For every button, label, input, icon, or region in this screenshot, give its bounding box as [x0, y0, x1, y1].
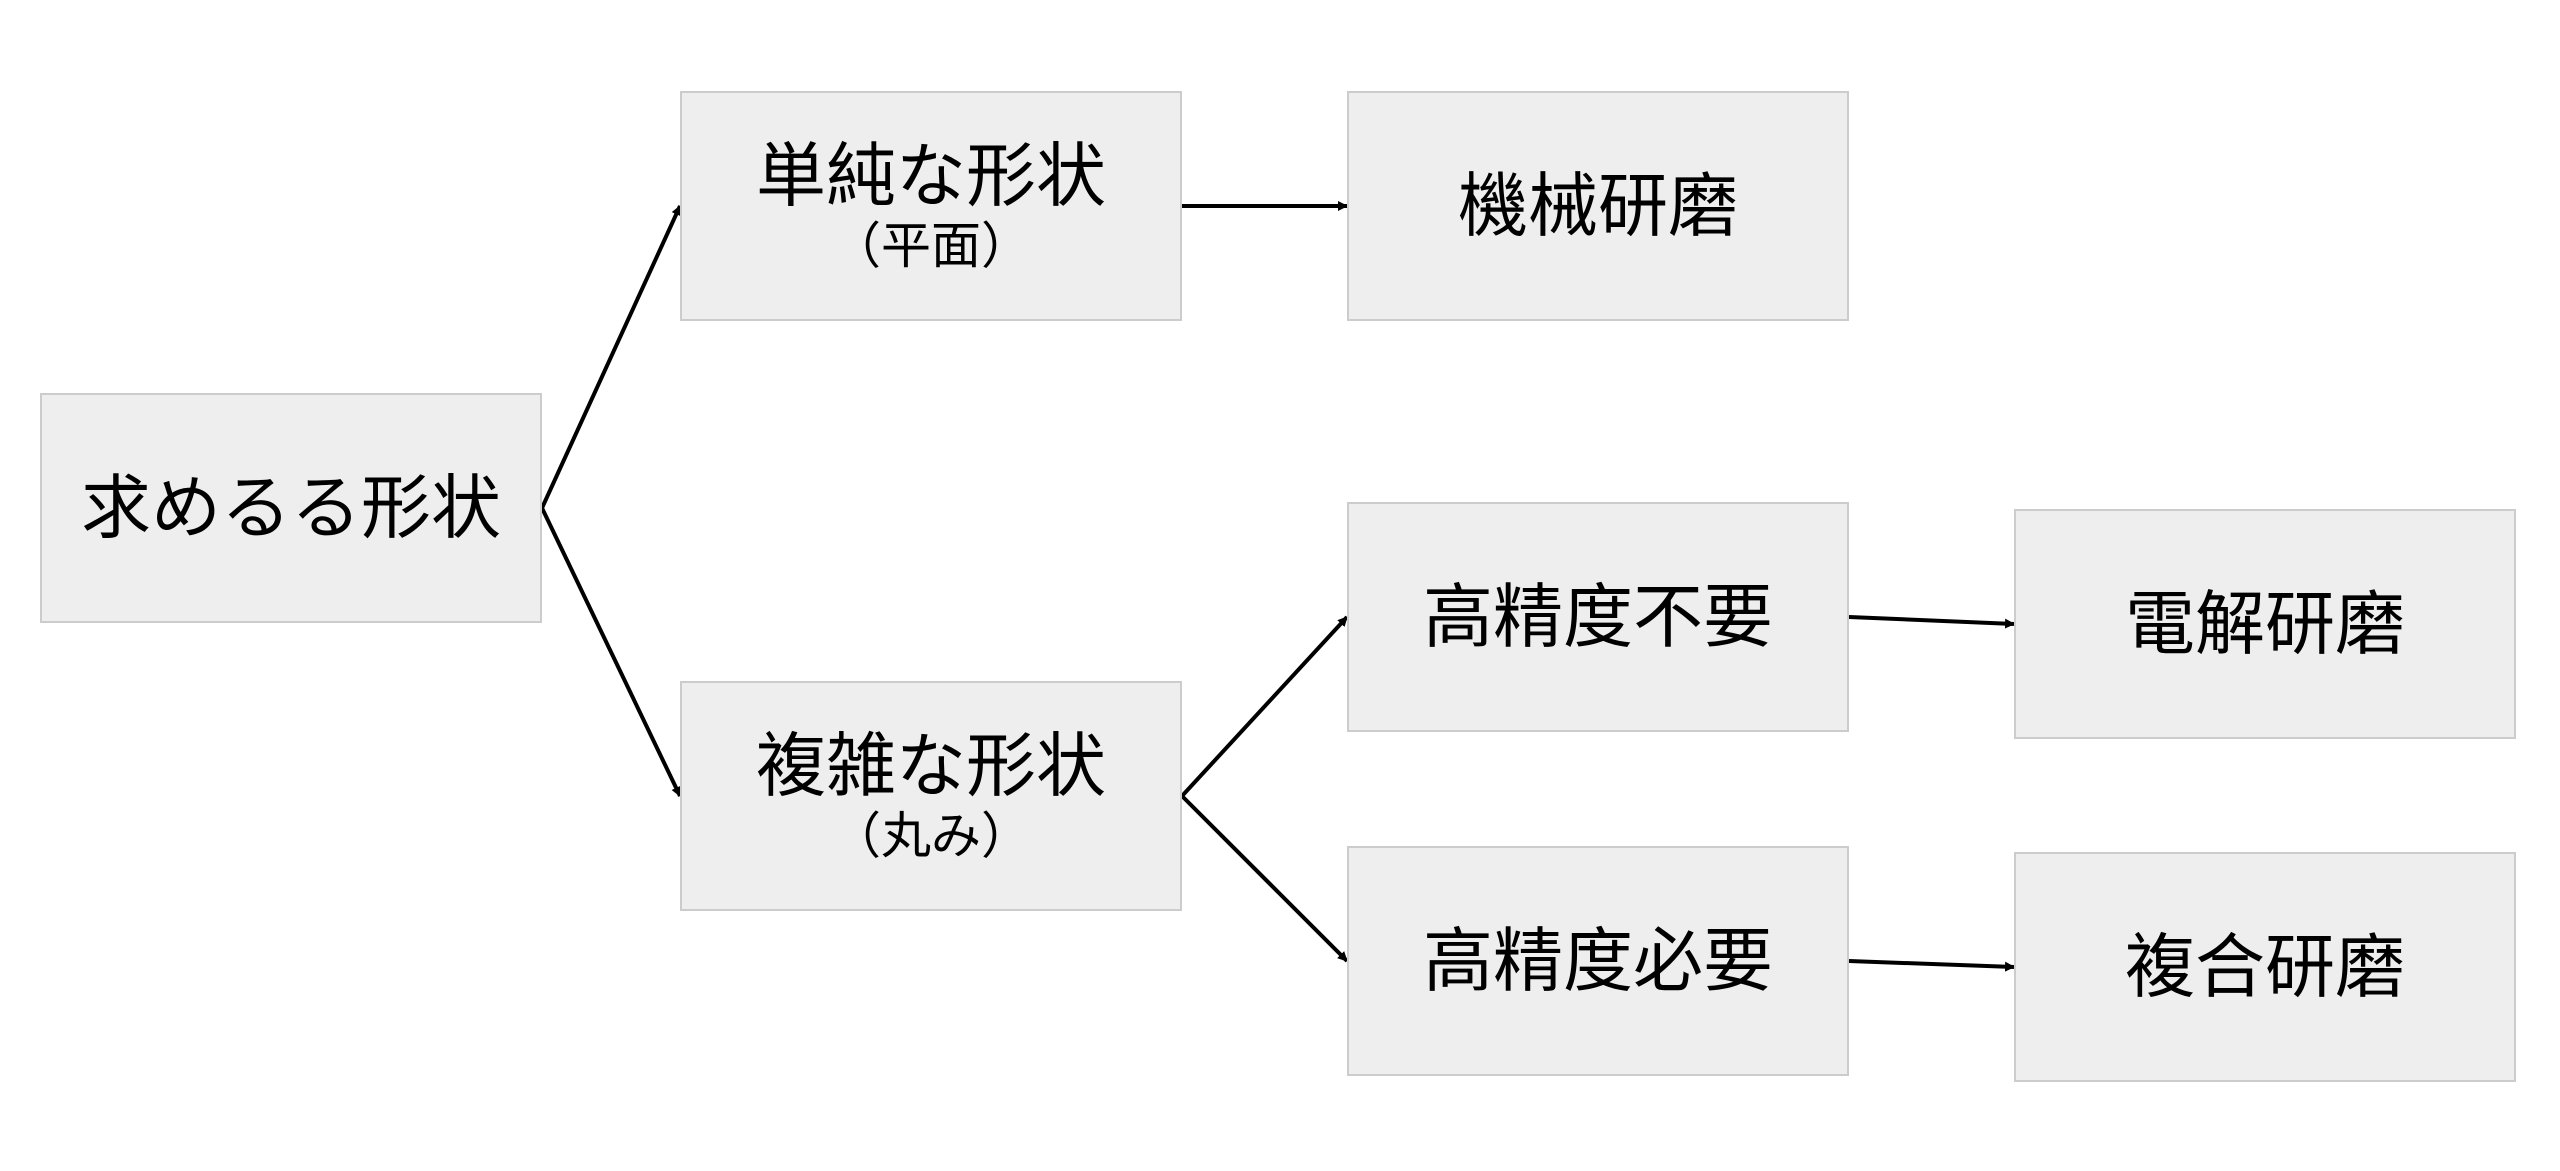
node-simple-shape-label: 単純な形状 [756, 134, 1106, 217]
node-simple-shape: 単純な形状 （平面） [680, 91, 1182, 321]
node-high-precision-required: 高精度必要 [1347, 846, 1849, 1076]
node-mechanical-polishing: 機械研磨 [1347, 91, 1849, 321]
node-electrolytic-polishing: 電解研磨 [2014, 509, 2516, 739]
node-composite-polishing: 複合研磨 [2014, 852, 2516, 1082]
node-high-precision-not-required-label: 高精度不要 [1423, 575, 1773, 658]
node-complex-shape: 複雑な形状 （丸み） [680, 681, 1182, 911]
arrow-desired-to-simple [540, 205, 682, 509]
node-desired-shape: 求めるる形状 [40, 393, 542, 623]
node-electrolytic-polishing-label: 電解研磨 [2125, 582, 2405, 665]
arrow-desired-to-complex [540, 507, 682, 797]
node-desired-shape-label: 求めるる形状 [81, 466, 501, 549]
arrow-lowprec-to-electrolytic [1848, 615, 2015, 629]
node-high-precision-not-required: 高精度不要 [1347, 502, 1849, 732]
node-complex-shape-note: （丸み） [831, 807, 1031, 866]
node-simple-shape-note: （平面） [831, 217, 1031, 276]
node-mechanical-polishing-label: 機械研磨 [1458, 164, 1738, 247]
node-high-precision-required-label: 高精度必要 [1423, 919, 1773, 1002]
node-composite-polishing-label: 複合研磨 [2125, 925, 2405, 1008]
arrow-highprec-to-composite [1848, 959, 2015, 972]
node-complex-shape-label: 複雑な形状 [756, 724, 1106, 807]
arrow-complex-to-highprec [1180, 794, 1349, 963]
arrow-complex-to-lowprec [1180, 615, 1349, 798]
